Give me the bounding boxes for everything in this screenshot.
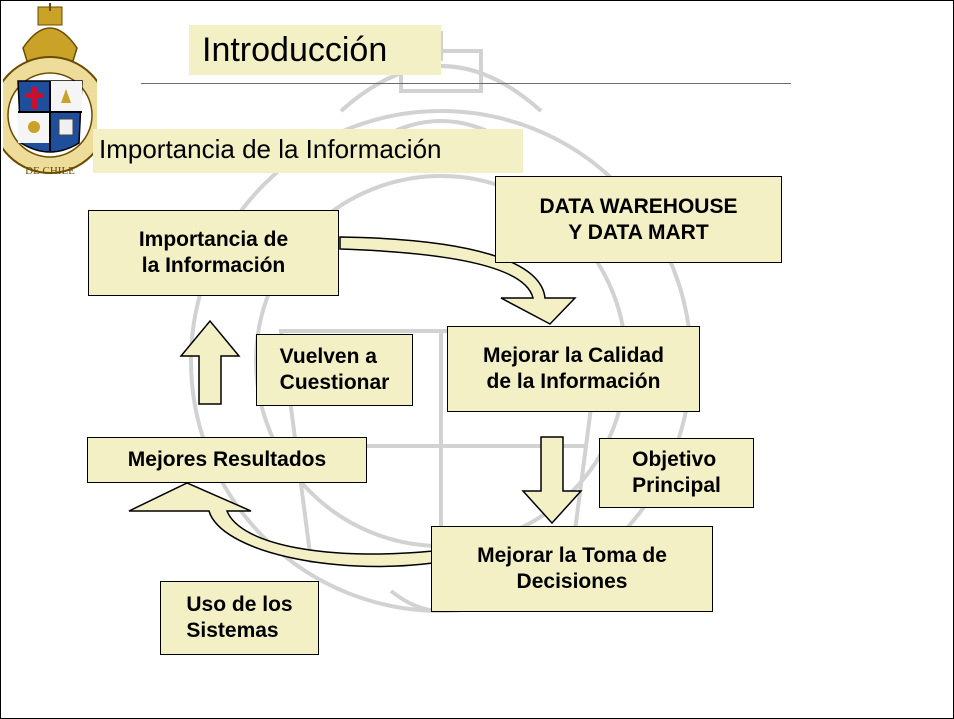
node-objetivo-label: Objetivo Principal	[632, 448, 721, 497]
node-importancia-label: Importancia de la Información	[138, 228, 289, 277]
title-background	[189, 25, 441, 75]
node-mejores-resultados-label: Mejores Resultados	[127, 448, 327, 471]
page-title: Introducción	[202, 31, 388, 69]
node-mejorar-toma-label: Mejorar la Toma de Decisiones	[477, 544, 667, 593]
node-mejorar-calidad: Mejorar la Calidad de la Información	[447, 326, 700, 412]
node-data-warehouse: DATA WAREHOUSE Y DATA MART	[495, 176, 782, 263]
page-subtitle: Importancia de la Información	[99, 134, 442, 164]
node-mejorar-toma: Mejorar la Toma de Decisiones	[431, 526, 713, 612]
node-importancia: Importancia de la Información	[88, 210, 339, 296]
node-mejorar-calidad-label: Mejorar la Calidad de la Información	[483, 344, 664, 393]
node-vuelven: Vuelven a Cuestionar	[256, 334, 413, 406]
down-arrow-to-toma	[521, 436, 583, 525]
curved-arrow-to-calidad	[339, 236, 577, 325]
up-arrow-to-importancia	[179, 319, 241, 405]
node-data-warehouse-label: DATA WAREHOUSE Y DATA MART	[539, 194, 738, 244]
node-uso-sistemas: Uso de los Sistemas	[160, 581, 319, 655]
node-vuelven-label: Vuelven a Cuestionar	[279, 345, 390, 394]
node-uso-sistemas-label: Uso de los Sistemas	[186, 593, 293, 642]
node-objetivo: Objetivo Principal	[599, 438, 754, 508]
svg-text:DE CHILE: DE CHILE	[25, 165, 75, 177]
subtitle-background	[93, 129, 523, 173]
university-seal-icon: DE CHILE	[3, 3, 97, 177]
title-divider	[141, 83, 791, 84]
curved-arrow-to-resultados	[128, 482, 434, 568]
node-mejores-resultados: Mejores Resultados	[87, 437, 367, 483]
